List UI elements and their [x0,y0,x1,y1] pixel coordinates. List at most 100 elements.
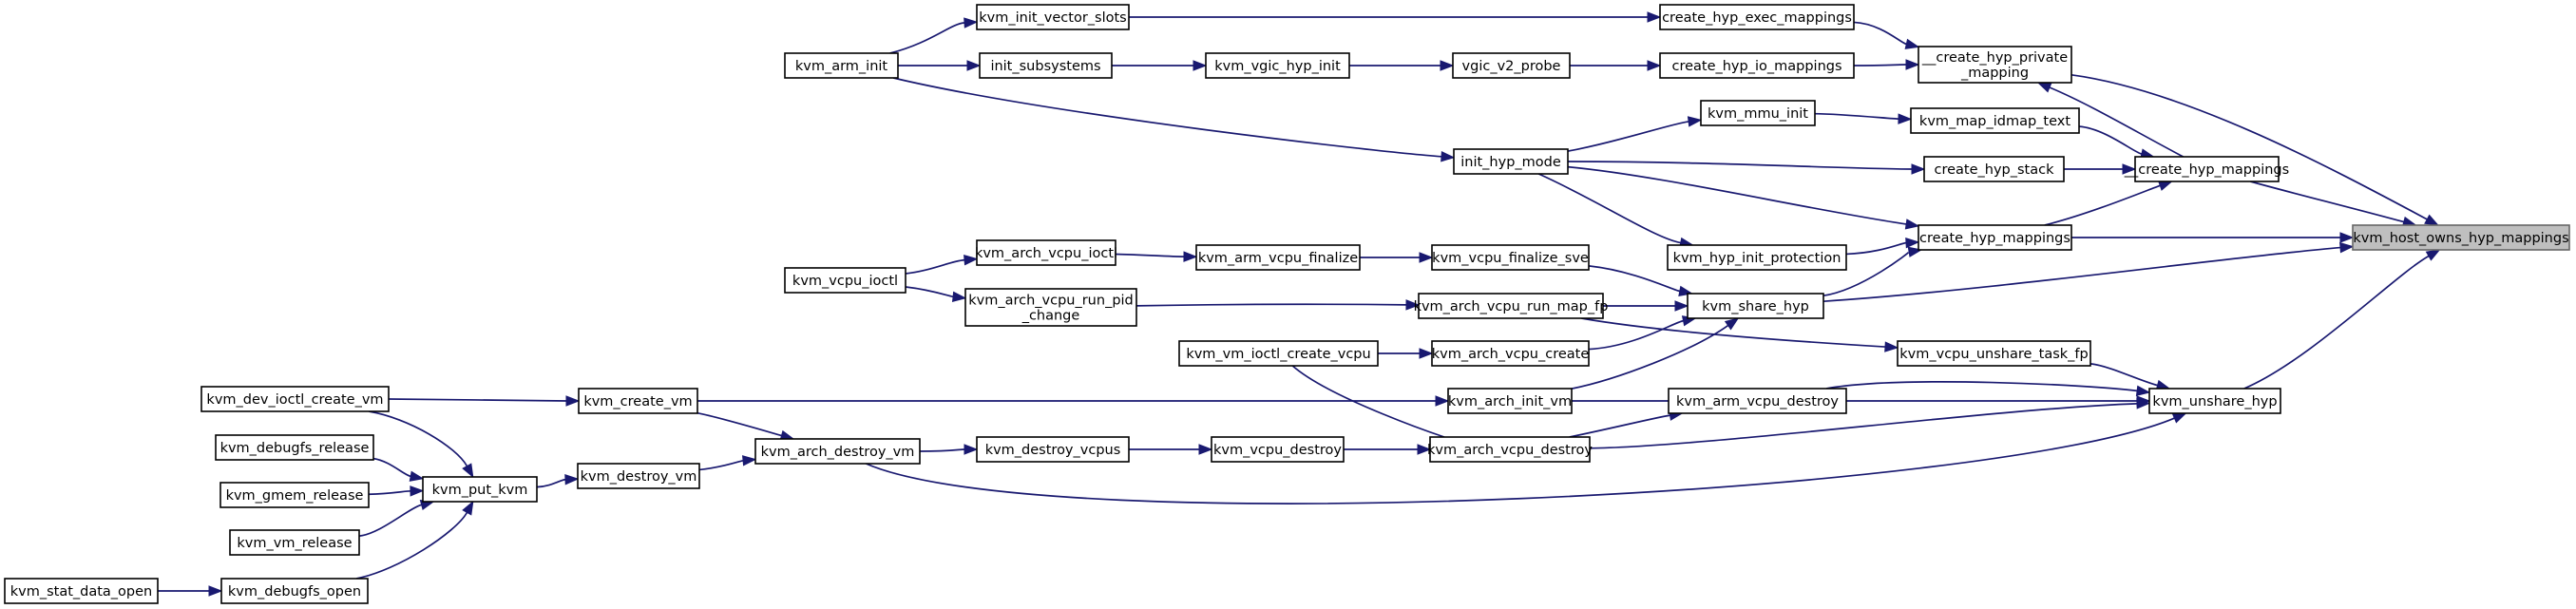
node-init-hyp-mode[interactable]: init_hyp_mode [1453,148,1569,175]
node-kvm-destroy-vm[interactable]: kvm_destroy_vm [577,463,700,489]
node-kvm-arch-destroy-vm[interactable]: kvm_arch_destroy_vm [754,438,921,465]
node-box[interactable] [1431,340,1590,367]
node-box[interactable] [229,529,360,556]
node-box[interactable] [577,463,700,489]
node-kvm-share-hyp[interactable]: kvm_share_hyp [1687,293,1824,319]
arrowhead [409,470,425,482]
node-box[interactable] [1211,436,1345,463]
node-box[interactable] [1452,52,1571,79]
node-kvm-arm-vcpu-finalize[interactable]: kvm_arm_vcpu_finalize [1195,244,1361,271]
node-kvm-arch-vcpu-create[interactable]: kvm_arch_vcpu_create [1431,340,1590,367]
node-box[interactable] [1668,388,1847,414]
node-box[interactable] [2148,388,2281,414]
node-box[interactable] [1418,293,1604,319]
node-box[interactable] [1923,156,2065,182]
edge-kvm_put_kvm-to-kvm_destroy_vm [536,478,566,488]
node-label: kvm_vcpu_unshare_task_fp [1899,347,2088,362]
node-init-subsystems[interactable]: init_subsystems [979,52,1113,79]
node-kvm-mmu-init[interactable]: kvm_mmu_init [1700,100,1816,126]
node-box[interactable] [1205,52,1350,79]
node-kvm-init-vector-slots[interactable]: kvm_init_vector_slots [976,4,1130,30]
node-box[interactable] [2352,224,2570,251]
node-create-hyp-private-mapping[interactable]: __create_hyp_private_mapping [1918,46,2072,84]
node-label: kvm_vcpu_ioctl [792,274,898,289]
node-box[interactable] [964,288,1137,327]
node-box[interactable] [979,52,1113,79]
node-box[interactable] [422,476,538,503]
node-create-hyp-io-mappings[interactable]: create_hyp_io_mappings [1659,52,1855,79]
node-box[interactable] [754,438,921,465]
node-kvm-stat-data-open[interactable]: kvm_stat_data_open [4,578,159,604]
node-kvm-destroy-vcpus[interactable]: kvm_destroy_vcpus [976,436,1130,463]
node-kvm-map-idmap-text[interactable]: kvm_map_idmap_text [1910,107,2080,134]
node-kvm-debugfs-release[interactable]: kvm_debugfs_release [215,434,374,461]
node-kvm-arm-init[interactable]: kvm_arm_init [784,52,899,79]
node-create-hyp-mappings[interactable]: __create_hyp_mappings [2124,156,2289,182]
node-kvm-unshare-hyp[interactable]: kvm_unshare_hyp [2148,388,2281,414]
node-create-hyp-stack[interactable]: create_hyp_stack [1923,156,2065,182]
node-kvm-put-kvm[interactable]: kvm_put_kvm [422,476,538,503]
node-kvm-vcpu-unshare-task-fp[interactable]: kvm_vcpu_unshare_task_fp [1897,340,2091,367]
node-kvm-arch-init-vm[interactable]: kvm_arch_init_vm [1447,388,1573,414]
node-box[interactable] [1659,4,1855,30]
node-box[interactable] [1700,100,1816,126]
node-box[interactable] [1667,244,1847,271]
node-box[interactable] [1453,148,1569,175]
node-kvm-vgic-hyp-init[interactable]: kvm_vgic_hyp_init [1205,52,1350,79]
edge-__create_hyp_private_mapping-to-kvm_host_owns_hyp_mappings [2070,73,2428,220]
node-kvm-host-owns-hyp-mappings[interactable]: kvm_host_owns_hyp_mappings [2352,224,2570,251]
node-box[interactable] [2134,156,2280,182]
node-label: kvm_destroy_vcpus [985,443,1121,458]
node-kvm-vcpu-destroy[interactable]: kvm_vcpu_destroy [1211,436,1345,463]
node-label: kvm_vgic_hyp_init [1214,59,1341,74]
arrowhead [1405,299,1421,311]
node-box[interactable] [1447,388,1573,414]
node-box[interactable] [1429,436,1591,463]
edge-kvm_create_vm-to-kvm_arch_destroy_vm [696,411,782,437]
node-box[interactable] [200,386,390,412]
node-box[interactable] [976,239,1116,266]
node-kvm-arch-vcpu-destroy[interactable]: kvm_arch_vcpu_destroy [1427,436,1593,463]
arrowhead [1884,341,1899,352]
node-box[interactable] [219,482,370,508]
node-kvm-arch-vcpu-run-pid-change[interactable]: kvm_arch_vcpu_run_pid_change [964,288,1137,327]
node-box[interactable] [1918,46,2072,84]
node-kvm-gmem-release[interactable]: kvm_gmem_release [219,482,370,508]
node-box[interactable] [1659,52,1855,79]
node-box[interactable] [976,436,1130,463]
arrowhead [565,395,581,407]
node-label: kvm_put_kvm [432,483,528,498]
node-kvm-arch-vcpu-run-map-fp[interactable]: kvm_arch_vcpu_run_map_fp [1414,293,1609,319]
node-kvm-arm-vcpu-destroy[interactable]: kvm_arm_vcpu_destroy [1668,388,1847,414]
node-kvm-debugfs-open[interactable]: kvm_debugfs_open [220,578,369,604]
node-box[interactable] [976,4,1130,30]
node-kvm-vm-ioctl-create-vcpu[interactable]: kvm_vm_ioctl_create_vcpu [1178,340,1379,367]
node-kvm-dev-ioctl-create-vm[interactable]: kvm_dev_ioctl_create_vm [200,386,390,412]
graph-nodes: kvm_host_owns_hyp_mappings __create_hyp_p… [4,4,2570,604]
node-box[interactable] [1431,244,1590,271]
node-kvm-vm-release[interactable]: kvm_vm_release [229,529,360,556]
node-box[interactable] [4,578,159,604]
node-box[interactable] [578,388,698,414]
node-kvm-hyp-init-protection[interactable]: kvm_hyp_init_protection [1667,244,1847,271]
node-box[interactable] [215,434,374,461]
node-box[interactable] [1897,340,2091,367]
node-kvm-arch-vcpu-ioctl[interactable]: kvm_arch_vcpu_ioctl [975,239,1117,266]
node-kvm-create-vm[interactable]: kvm_create_vm [578,388,698,414]
node-box[interactable] [784,267,906,294]
node-create-hyp-exec-mappings[interactable]: create_hyp_exec_mappings [1659,4,1855,30]
node-box[interactable] [220,578,369,604]
node-box[interactable] [1687,293,1824,319]
node-create-hyp-mappings[interactable]: create_hyp_mappings [1918,224,2072,251]
node-box[interactable] [784,52,899,79]
node-box[interactable] [1918,224,2072,251]
arrowhead [2171,412,2187,424]
node-kvm-vcpu-finalize-sve[interactable]: kvm_vcpu_finalize_sve [1431,244,1590,271]
node-box[interactable] [1178,340,1379,367]
node-kvm-vcpu-ioctl[interactable]: kvm_vcpu_ioctl [784,267,906,294]
node-box[interactable] [1910,107,2080,134]
edge-__create_hyp_mappings-to-kvm_host_owns_hyp_mappings [2250,181,2405,223]
node-box[interactable] [1195,244,1361,271]
node-vgic-v2-probe[interactable]: vgic_v2_probe [1452,52,1571,79]
arrowhead [1904,219,1920,230]
